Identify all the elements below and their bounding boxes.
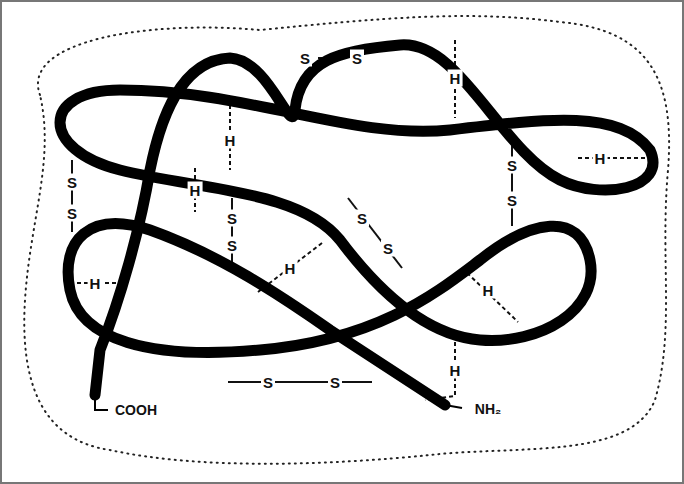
hydrogen-bond bbox=[462, 268, 518, 322]
bond-atom: S bbox=[355, 210, 369, 227]
terminus-label: COOH bbox=[113, 402, 159, 418]
bond-atom: S bbox=[505, 157, 519, 174]
amino-leader bbox=[445, 405, 462, 408]
bond-atom: S bbox=[65, 174, 79, 191]
bond-atom: S bbox=[261, 374, 275, 391]
carboxyl-leader bbox=[95, 395, 108, 410]
bond-atom: H bbox=[283, 260, 298, 277]
bond-atom: H bbox=[481, 282, 496, 299]
bond-atom: S bbox=[328, 374, 342, 391]
bond-atom: S bbox=[505, 192, 519, 209]
bond-atom: H bbox=[88, 275, 103, 292]
molecule-outline bbox=[24, 16, 669, 464]
bond-atom: S bbox=[65, 205, 79, 222]
bond-atom: H bbox=[593, 150, 608, 167]
bond-atom: H bbox=[448, 70, 463, 87]
bond-atom: S bbox=[298, 50, 312, 67]
bond-atom: S bbox=[350, 50, 364, 67]
bond-atom: H bbox=[448, 362, 463, 379]
hydrogen-bond bbox=[578, 157, 645, 159]
disulfide-bond bbox=[511, 138, 513, 226]
terminus-label: NH₂ bbox=[473, 401, 503, 417]
bond-atom: H bbox=[223, 132, 238, 149]
disulfide-bond bbox=[228, 381, 372, 383]
polypeptide-chain bbox=[60, 45, 653, 405]
bond-atom: S bbox=[381, 240, 395, 257]
bond-atom: S bbox=[225, 210, 239, 227]
bond-atom: H bbox=[188, 182, 203, 199]
disulfide-bond bbox=[231, 198, 233, 266]
bond-atom: S bbox=[225, 237, 239, 254]
